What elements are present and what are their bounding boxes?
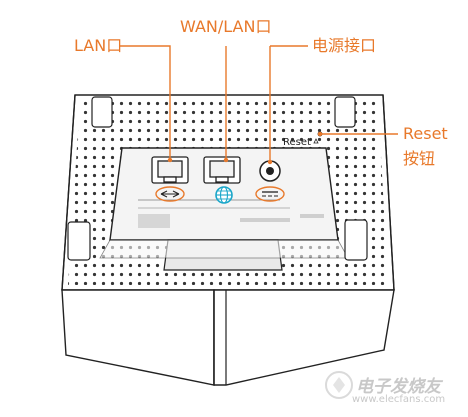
label-wan-lan-port: WAN/LAN口 (180, 17, 272, 36)
label-reset-line1: Reset (403, 124, 448, 143)
device-reset-silkscreen: Reset (283, 137, 311, 148)
callout-lines (119, 45, 398, 162)
label-lan-port: LAN口 (74, 36, 123, 55)
wan-globe-icon (215, 186, 233, 204)
watermark-logo-icon (325, 371, 353, 399)
lan-icon-circle (155, 186, 185, 202)
watermark-text: 电子发烧友 (356, 377, 441, 397)
watermark-url: www.elecfans.com (352, 394, 446, 405)
dc-power-icon (255, 186, 285, 202)
label-power-port: 电源接口 (312, 36, 377, 55)
label-reset-line2: 按钮 (403, 149, 436, 168)
lan-port-jack (151, 156, 189, 184)
callout-dots (167, 131, 323, 165)
rubber-feet (67, 96, 368, 261)
wan-lan-port-jack (203, 156, 241, 184)
power-jack (259, 160, 281, 182)
router-side-faces (61, 94, 395, 386)
